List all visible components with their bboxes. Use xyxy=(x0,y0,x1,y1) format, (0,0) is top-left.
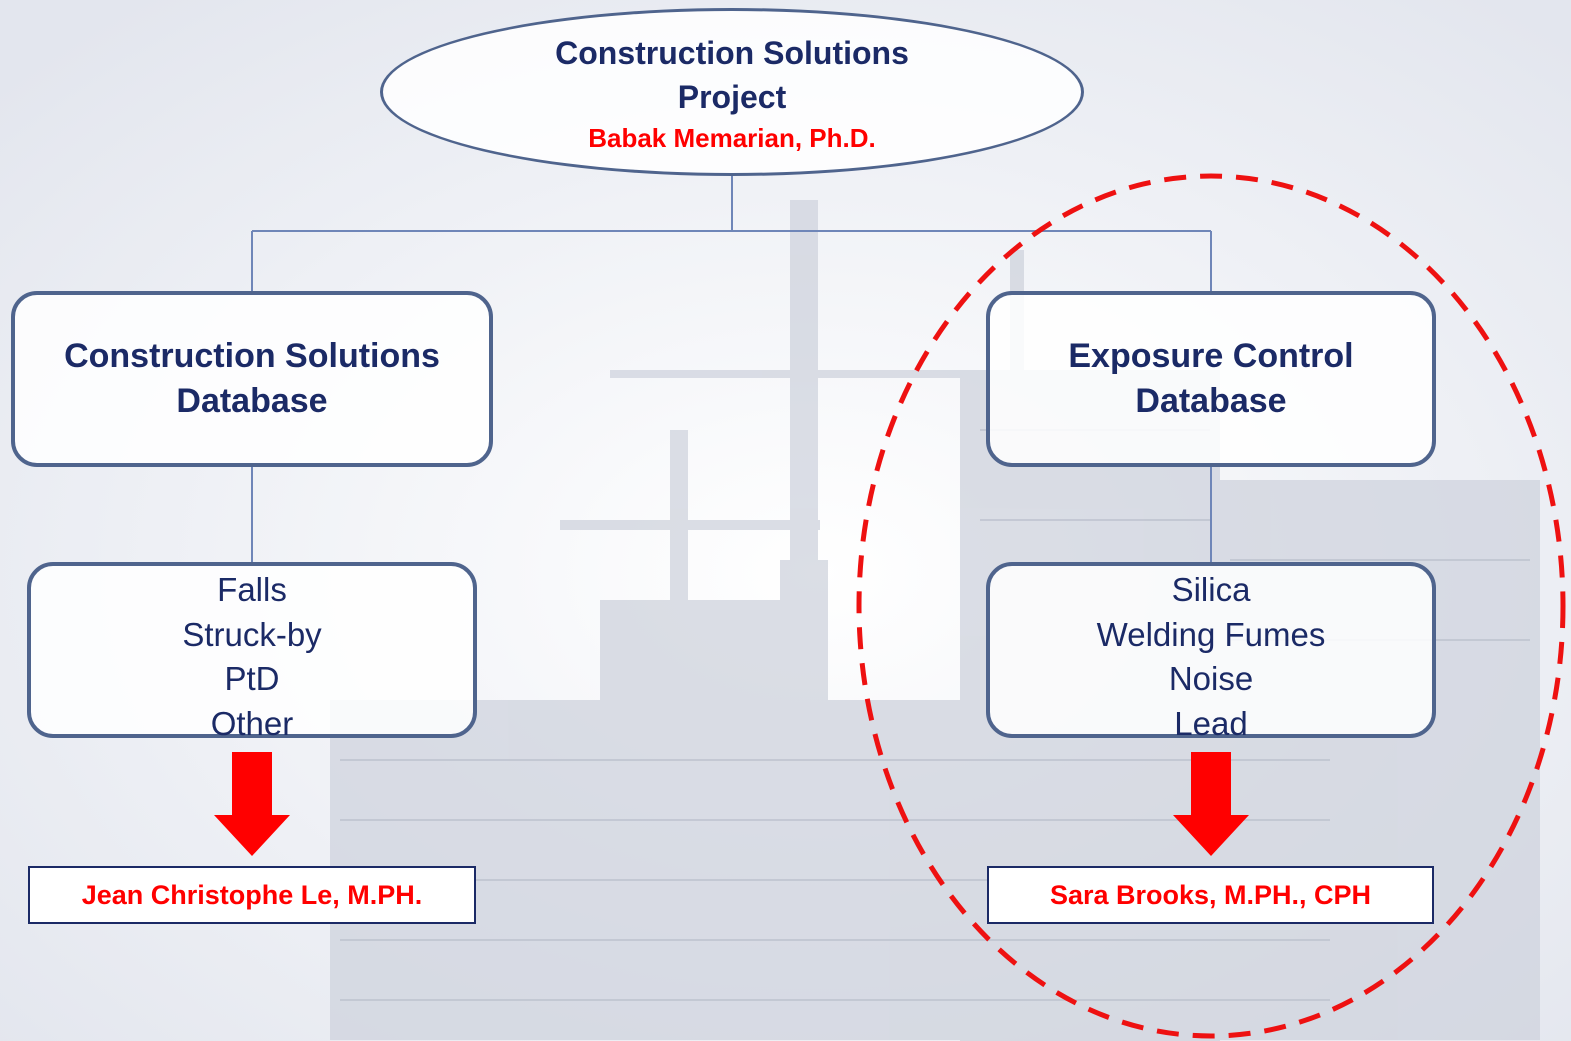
exposure-control-database-node: Exposure Control Database xyxy=(986,291,1436,467)
topic-item: Silica xyxy=(1171,571,1251,608)
root-node: Construction Solutions Project Babak Mem… xyxy=(380,8,1084,176)
topic-item: Noise xyxy=(1168,660,1254,697)
topic-item: Struck-by xyxy=(182,615,322,653)
lead-name: Jean Christophe Le, M.PH. xyxy=(81,879,423,910)
left-lead-name-box: Jean Christophe Le, M.PH. xyxy=(28,866,476,924)
safety-topics-list: Falls Struck-by PtD Other xyxy=(27,562,477,742)
right-lead-name-box: Sara Brooks, M.PH., CPH xyxy=(987,866,1434,924)
project-title: Construction Solutions Project xyxy=(555,34,909,115)
topic-item: PtD xyxy=(224,660,280,697)
exposure-topics-list: Silica Welding Fumes Noise Lead xyxy=(986,562,1436,742)
database-label: Exposure Control Database xyxy=(1068,337,1354,420)
topic-item: Falls xyxy=(217,571,287,608)
topic-item: Welding Fumes xyxy=(1096,615,1326,653)
lead-name: Sara Brooks, M.PH., CPH xyxy=(1049,879,1372,910)
database-label: Construction Solutions Database xyxy=(64,337,440,420)
topic-item: Lead xyxy=(1174,704,1248,742)
project-lead-name: Babak Memarian, Ph.D. xyxy=(588,122,876,153)
construction-solutions-database-node: Construction Solutions Database xyxy=(11,291,493,467)
topic-item: Other xyxy=(210,704,294,742)
